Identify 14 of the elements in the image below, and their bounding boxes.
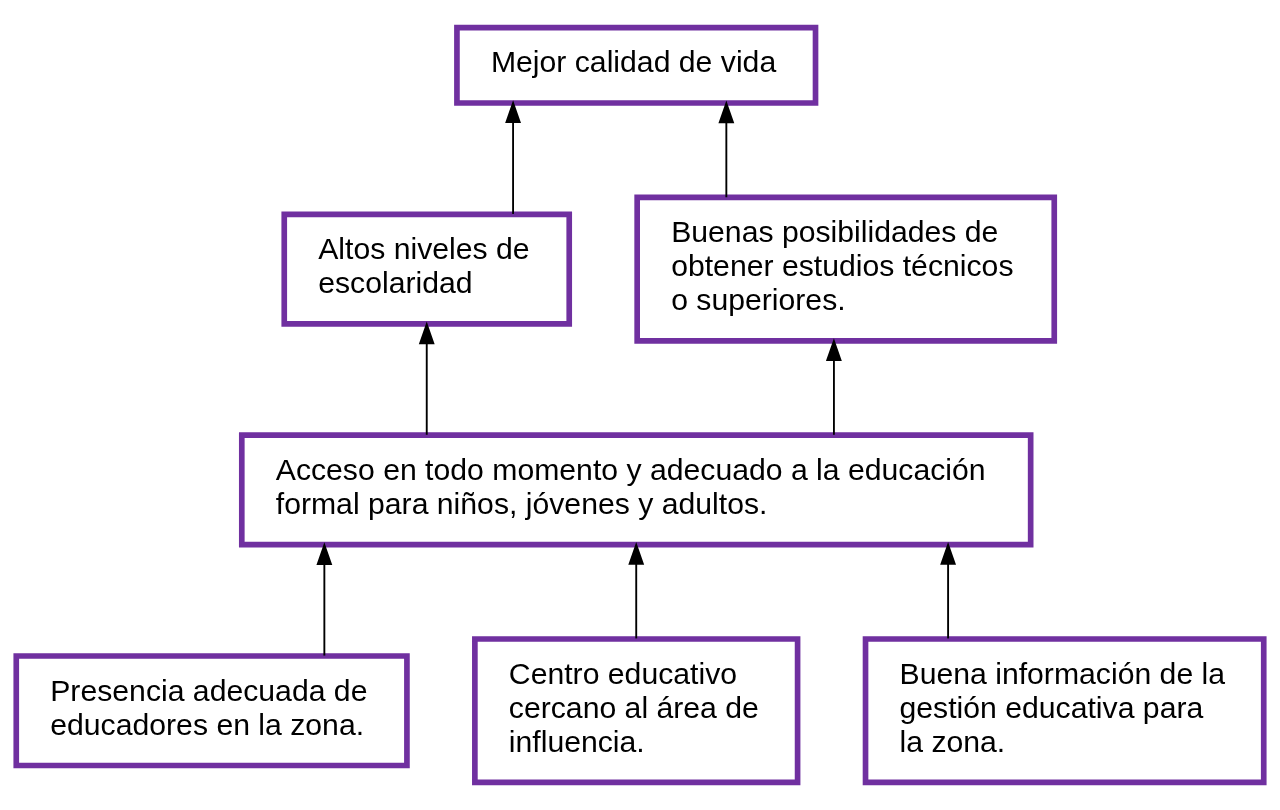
- arrow: [940, 542, 957, 640]
- arrow: [718, 100, 735, 199]
- arrow: [316, 542, 333, 657]
- arrow: [505, 100, 522, 215]
- node-box: Buenas posibilidades de obtener estudios técnicos o superiores.: [634, 194, 1058, 344]
- arrow: [825, 338, 842, 436]
- arrow: [628, 542, 645, 640]
- node-box: Mejor calidad de vida: [454, 24, 819, 106]
- node-box: Presencia adecuada de educadores en la zona.: [13, 653, 410, 769]
- node-box: Altos niveles de escolaridad: [281, 211, 573, 327]
- arrow: [418, 321, 435, 436]
- node-box: Centro educativo cercano al área de influencia.: [472, 636, 801, 786]
- node-box: Acceso en todo momento y adecuado a la educación formal para niños, jóvenes y adultos.: [238, 432, 1034, 548]
- node-box: Buena información de la gestión educativa para la zona.: [862, 636, 1267, 786]
